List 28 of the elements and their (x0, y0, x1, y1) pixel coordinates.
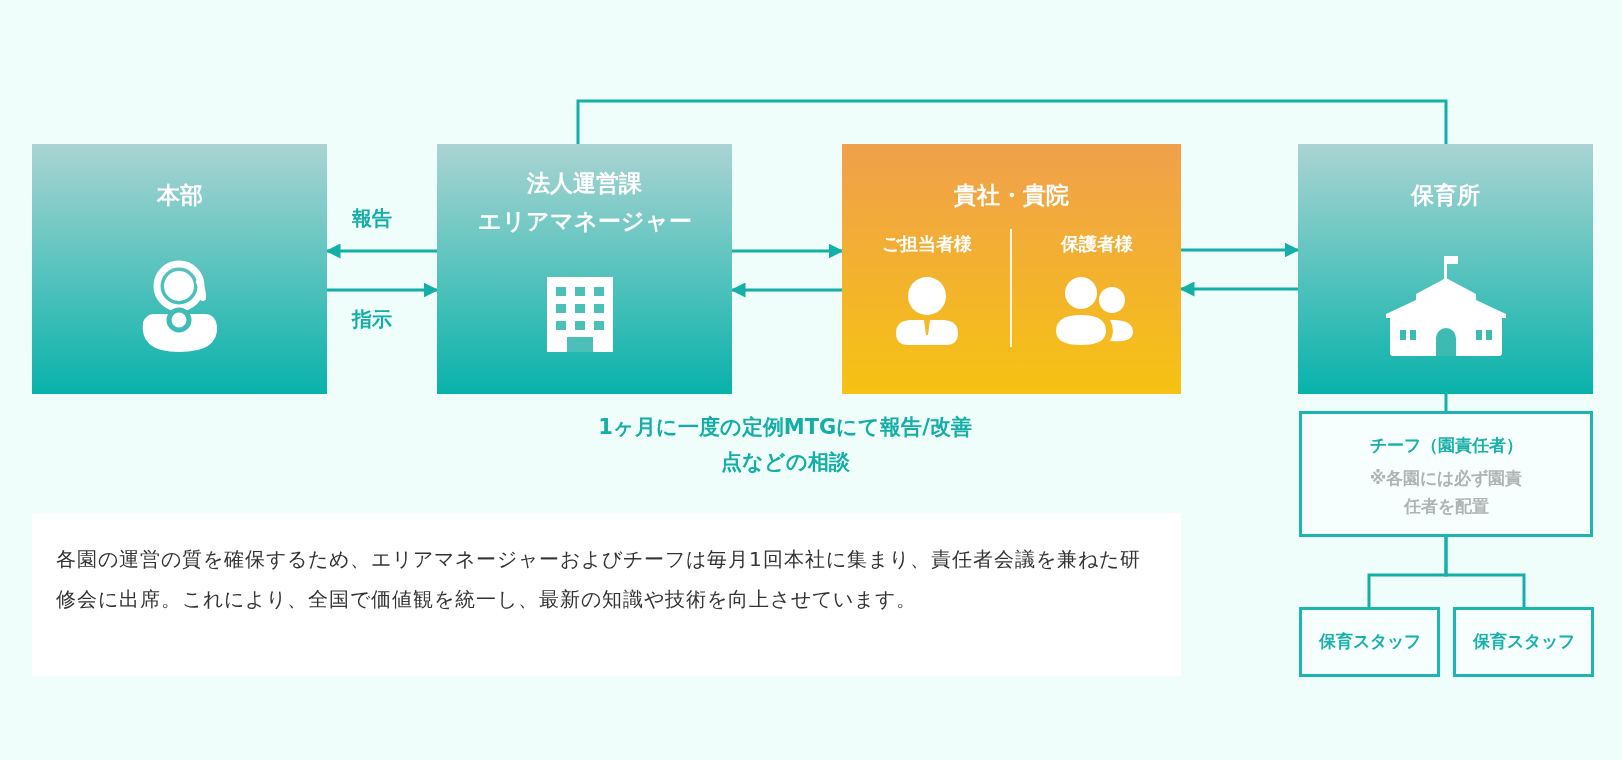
chief-box (1299, 411, 1593, 537)
box-title: 保育スタッフ (1317, 630, 1422, 653)
box-note: ※各園には必ず園責任者を配置 (1368, 467, 1524, 518)
box-title: 保育スタッフ (1471, 630, 1576, 653)
connector-line (1444, 394, 1448, 411)
description-text: 各園の運営の質を確保するため、エリアマネージャーおよびチーフは毎月1回本社に集まり、責任者会議を兼ねた研修会に出席。これにより、全国で価値観を統一し、最新の知識や技術を向上させています。 (56, 546, 1142, 613)
department-box (437, 144, 732, 394)
arrow (732, 243, 844, 259)
arrow (1181, 242, 1300, 258)
staff-box (1453, 607, 1594, 677)
section-title: 保護者様 (1059, 232, 1134, 256)
arrow (327, 282, 439, 298)
edge-label: 指示 (350, 306, 394, 333)
box-title: エリアマネージャー (476, 207, 693, 236)
box-title: 貴社・貴院 (953, 181, 1070, 210)
box-title: 本部 (155, 181, 204, 210)
connector-line (1444, 537, 1526, 607)
facility-box (1298, 144, 1593, 394)
meeting-note: 1ヶ月に一度の定例MTGにて報告/改善点などの相談 (597, 414, 973, 476)
box-title: 法人運営課 (526, 169, 643, 198)
department-box (32, 144, 327, 394)
section-title: ご担当者様 (880, 232, 973, 256)
box-title: チーフ（園責任者） (1368, 434, 1524, 457)
connector-line (576, 99, 1448, 144)
client-box (842, 144, 1181, 394)
staff-box (1299, 607, 1440, 677)
box-title: 保育所 (1409, 181, 1481, 210)
edge-label: 報告 (350, 205, 394, 232)
